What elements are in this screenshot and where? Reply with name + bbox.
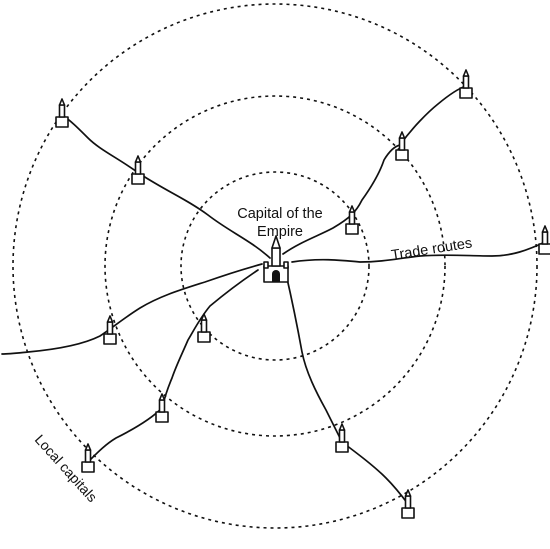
tower-icon [335, 423, 349, 453]
tower-icon [538, 225, 550, 255]
capital-label-line2: Empire [257, 224, 303, 240]
tower-icon [81, 443, 95, 473]
route-capital-to-upper-right [282, 85, 467, 255]
middle-ring [104, 95, 446, 437]
trade-routes-label: Trade routes [390, 235, 473, 264]
outer-ring [12, 3, 538, 529]
tower-icon [345, 205, 359, 235]
tower-icon [155, 393, 169, 423]
route-capital-to-south [285, 273, 409, 505]
capital-castle-icon [263, 235, 289, 283]
tower-icon [55, 98, 69, 128]
local-capitals [55, 69, 550, 519]
tower-icon [459, 69, 473, 99]
capital-label-line1: Capital of the [237, 206, 322, 222]
tower-icon [401, 489, 415, 519]
trade-routes [1, 85, 546, 505]
tower-icon [131, 155, 145, 185]
tower-icon [395, 131, 409, 161]
tower-icon [197, 313, 211, 343]
inner-ring [180, 171, 370, 361]
route-capital-to-west [1, 263, 263, 355]
tower-icon [103, 315, 117, 345]
route-capital-to-east-trade [291, 241, 546, 263]
route-capital-to-lower-left [89, 269, 259, 461]
